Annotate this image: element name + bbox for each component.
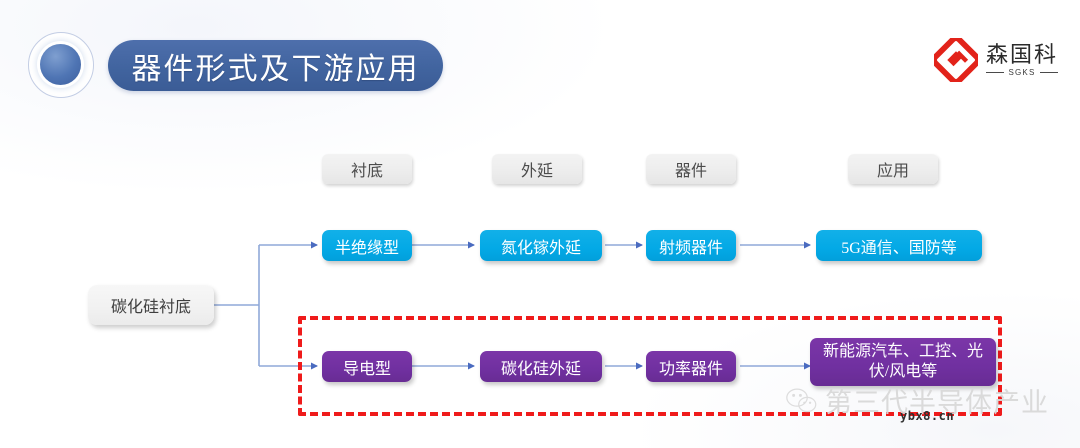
column-header-device: 器件 [646, 154, 736, 184]
brand-abbr: SGKS [1008, 68, 1036, 78]
rule-right [1039, 72, 1058, 74]
page-title: 器件形式及下游应用 [131, 52, 420, 86]
node-label: 5G通信、国防等 [841, 239, 957, 257]
circle-inner-disc [40, 44, 81, 85]
sgks-diamond-logo-icon [933, 38, 978, 82]
node-label: 功率器件 [658, 360, 723, 378]
node-label: 半绝缘型 [334, 239, 399, 257]
rule-left [986, 72, 1005, 74]
page-title-banner: 器件形式及下游应用 [108, 40, 443, 91]
column-header-application: 应用 [848, 154, 938, 184]
node-power-device: 功率器件 [646, 351, 736, 382]
source-node-sic-substrate: 碳化硅衬底 [88, 285, 214, 325]
column-header-label: 应用 [876, 163, 909, 180]
column-header-label: 外延 [520, 163, 553, 180]
node-label: 导电型 [342, 360, 391, 378]
concentric-circle-decoration-icon [28, 32, 94, 98]
node-label: 射频器件 [658, 239, 723, 257]
node-label: 氮化镓外延 [500, 239, 581, 257]
brand-logo: 森国科 SGKS [933, 38, 1058, 82]
source-node-label: 碳化硅衬底 [110, 299, 191, 316]
brand-name: 森国科 [985, 41, 1058, 67]
node-new-energy-application: 新能源汽车、工控、光 伏/风电等 [810, 338, 996, 386]
node-semi-insulating: 半绝缘型 [322, 230, 412, 261]
node-label-line1: 新能源汽车、工控、光 [822, 343, 983, 360]
brand-abbr-row: SGKS [986, 68, 1058, 78]
node-conductive-type: 导电型 [322, 351, 412, 382]
node-gan-epitaxy: 氮化镓外延 [480, 230, 602, 261]
watermark-domain: ybx8.cn [900, 409, 955, 423]
node-rf-device: 射频器件 [646, 230, 736, 261]
node-5g-defense-application: 5G通信、国防等 [816, 230, 982, 261]
column-header-substrate: 衬底 [322, 154, 412, 184]
highlight-dashed-rect [298, 316, 1002, 416]
node-label: 碳化硅外延 [500, 360, 581, 378]
watermark: 第三代半导体产业 [784, 381, 1049, 420]
node-sic-epitaxy: 碳化硅外延 [480, 351, 602, 382]
column-header-label: 器件 [674, 163, 707, 180]
brand-text: 森国科 SGKS [986, 43, 1058, 77]
watermark-account-name: 第三代半导体产业 [825, 388, 1049, 418]
node-label-line2: 伏/风电等 [868, 363, 938, 380]
column-header-label: 衬底 [350, 163, 383, 180]
column-header-epitaxy: 外延 [492, 154, 582, 184]
wechat-icon [786, 388, 817, 413]
